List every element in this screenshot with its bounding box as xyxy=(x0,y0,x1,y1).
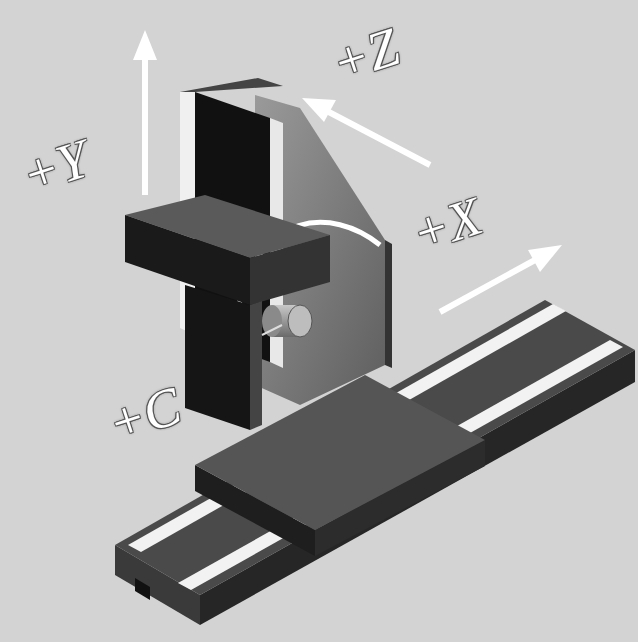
axis-label: +Z xyxy=(325,19,405,91)
spindle-cylinder xyxy=(262,305,312,337)
y-axis-arrow xyxy=(133,30,157,195)
x-axis-arrow xyxy=(440,245,562,312)
z-axis-arrow xyxy=(302,98,430,165)
axis-label: +X xyxy=(405,189,488,262)
x-table xyxy=(195,375,485,556)
axis-label: +Y xyxy=(15,131,95,203)
axis-label: +C xyxy=(101,378,187,452)
